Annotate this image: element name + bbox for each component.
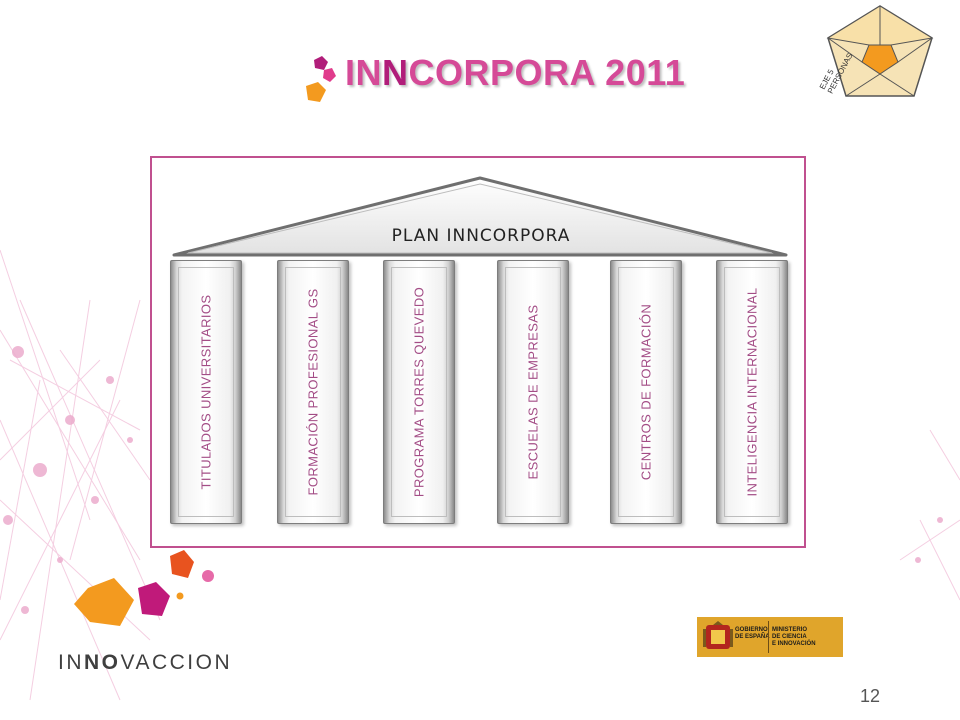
roof-label: PLAN INNCORPORA (391, 226, 571, 246)
pillar-label: TITULADOS UNIVERSITARIOS (198, 294, 214, 490)
pillar-inteligencia: INTELIGENCIA INTERNACIONAL (716, 260, 788, 524)
page-number: 12 (860, 686, 881, 706)
pillar-formacion-profesional: FORMACIÓN PROFESIONAL GS (277, 260, 349, 524)
pillar-label: FORMACIÓN PROFESIONAL GS (305, 288, 321, 496)
title-logo-icon (306, 56, 336, 102)
coat-of-arms-icon (703, 621, 733, 649)
eje-personas-pentagon-icon: EJE 5 PERSONAS (818, 5, 934, 97)
pillar-label: CENTROS DE FORMACIÓN (638, 303, 654, 481)
pillar-label: PROGRAMA TORRES QUEVEDO (411, 286, 427, 498)
pillar-titulados: TITULADOS UNIVERSITARIOS (170, 260, 242, 524)
innovaccion-logo-text: INNOVACCION (58, 651, 233, 674)
pillar-centros: CENTROS DE FORMACIÓN (610, 260, 682, 524)
page-title: INNCORPORA 2011 (345, 52, 686, 93)
pillar-escuelas: ESCUELAS DE EMPRESAS (497, 260, 569, 524)
temple-roof-graphic (172, 176, 788, 257)
innovaccion-logo-icon (74, 550, 214, 626)
pillar-label: INTELIGENCIA INTERNACIONAL (744, 287, 760, 497)
pillar-torres-quevedo: PROGRAMA TORRES QUEVEDO (383, 260, 455, 524)
pillar-label: ESCUELAS DE EMPRESAS (525, 304, 541, 480)
